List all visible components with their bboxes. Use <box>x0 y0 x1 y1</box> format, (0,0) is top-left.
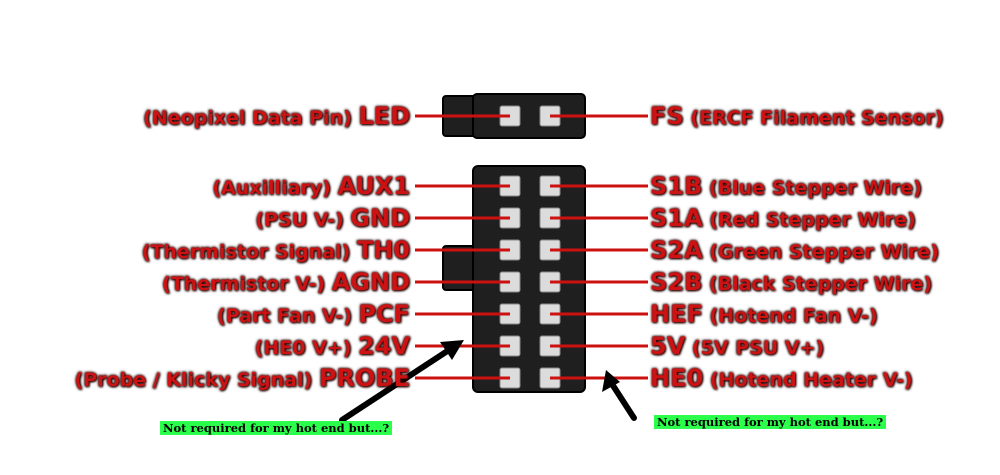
label-desc: (HE0 V+) <box>254 337 352 359</box>
label-led: (Neopixel Data Pin) LED <box>143 104 410 130</box>
label-s2a: S2A (Green Stepper Wire) <box>650 238 939 264</box>
label-name: TH0 <box>356 236 410 264</box>
label-desc: (Thermistor Signal) <box>141 241 351 263</box>
label-desc: (Hotend Heater V-) <box>709 369 913 391</box>
label-aux1: (Auxilliary) AUX1 <box>212 174 410 200</box>
label-desc: (Probe / Klicky Signal) <box>74 369 313 391</box>
label-name: GND <box>350 204 410 232</box>
label-s1b: S1B (Blue Stepper Wire) <box>650 174 922 200</box>
label-s2b: S2B (Black Stepper Wire) <box>650 270 932 296</box>
label-name: S2A <box>650 236 703 264</box>
label-fs-name: FS <box>650 102 684 130</box>
wires <box>415 114 648 380</box>
label-agnd: (Thermistor V-) AGND <box>162 270 410 296</box>
label-name: HE0 <box>650 364 704 392</box>
label-name: AUX1 <box>337 172 410 200</box>
label-th0: (Thermistor Signal) TH0 <box>142 238 410 264</box>
arrow-left <box>339 340 464 423</box>
label-hef: HEF (Hotend Fan V-) <box>650 302 878 328</box>
label-name: S1A <box>650 204 703 232</box>
label-s1a: S1A (Red Stepper Wire) <box>650 206 916 232</box>
label-name: PROBE <box>318 364 410 392</box>
label-name: AGND <box>331 268 410 296</box>
label-gnd: (PSU V-) GND <box>255 206 410 232</box>
label-name: S2B <box>650 268 703 296</box>
label-name: S1B <box>650 172 703 200</box>
label-fs-desc: (ERCF Filament Sensor) <box>690 107 944 129</box>
label-24v: (HE0 V+) 24V <box>255 334 410 360</box>
label-desc: (Part Fan V-) <box>217 305 352 327</box>
label-desc: (Green Stepper Wire) <box>709 241 939 263</box>
arrow-right <box>602 370 637 421</box>
label-desc: (5V PSU V+) <box>691 337 825 359</box>
note-right: Not required for my hot end but...? <box>654 415 887 429</box>
label-desc: (Black Stepper Wire) <box>708 273 933 295</box>
label-name: HEF <box>650 300 703 328</box>
label-desc: (PSU V-) <box>255 209 344 231</box>
label-desc: (Blue Stepper Wire) <box>708 177 922 199</box>
label-he0: HE0 (Hotend Heater V-) <box>650 366 913 392</box>
label-led-desc: (Neopixel Data Pin) <box>143 107 352 129</box>
label-name: 24V <box>358 332 410 360</box>
label-desc: (Red Stepper Wire) <box>709 209 916 231</box>
label-name: PCF <box>358 300 410 328</box>
label-5v: 5V (5V PSU V+) <box>650 334 824 360</box>
note-left: Not required for my hot end but...? <box>160 421 393 435</box>
label-fs: FS (ERCF Filament Sensor) <box>650 104 943 130</box>
label-desc: (Auxilliary) <box>212 177 331 199</box>
label-desc: (Hotend Fan V-) <box>709 305 878 327</box>
label-probe: (Probe / Klicky Signal) PROBE <box>75 366 410 392</box>
label-led-name: LED <box>358 102 410 130</box>
label-name: 5V <box>650 332 686 360</box>
label-pcf: (Part Fan V-) PCF <box>217 302 410 328</box>
label-desc: (Thermistor V-) <box>162 273 326 295</box>
